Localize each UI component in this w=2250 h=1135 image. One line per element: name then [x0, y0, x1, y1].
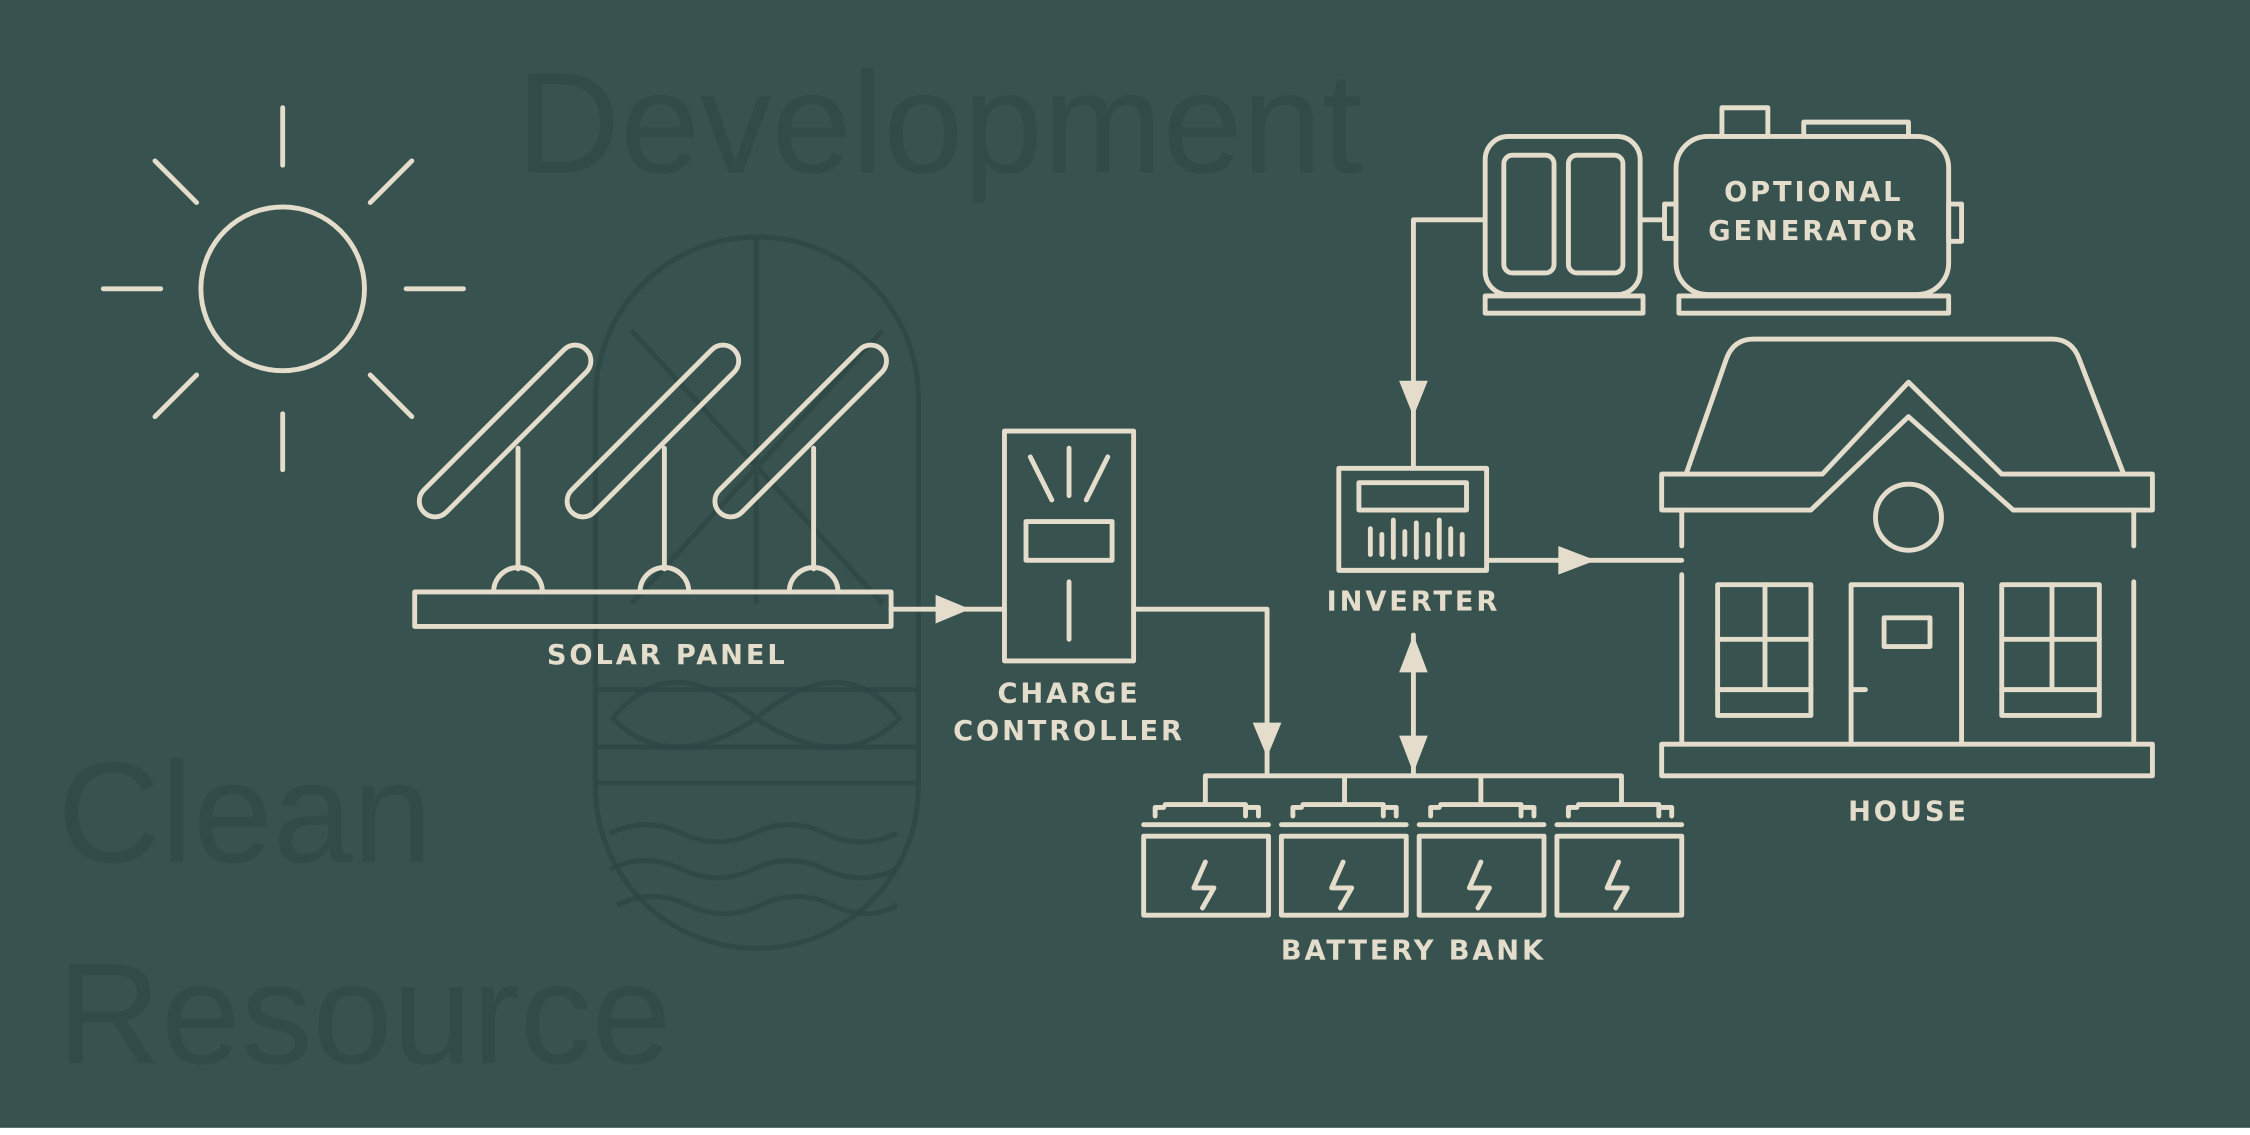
sun-icon [100, 105, 466, 473]
connector-line [1131, 606, 1270, 779]
inverter-label: INVERTER [1327, 587, 1501, 618]
arrow-down-icon [1399, 735, 1428, 773]
charge-controller-label-line1: CHARGE [997, 679, 1140, 710]
watermark-text-resource: Resource [57, 934, 671, 1094]
generator-label-line2: GENERATOR [1708, 216, 1919, 247]
arrow-down-icon [1252, 722, 1282, 758]
arrow-up-icon [1399, 635, 1428, 673]
watermark-text-development: Development [517, 43, 1362, 203]
charge-controller-label-line2: CONTROLLER [953, 716, 1185, 747]
solar-panel-label: SOLAR PANEL [547, 640, 788, 671]
generator-icon [1482, 105, 1965, 316]
charge-controller-icon [1002, 428, 1137, 664]
house-icon [1659, 336, 2155, 779]
house-label: HOUSE [1848, 796, 1969, 827]
arrow-right-icon [935, 594, 971, 624]
watermark-text-clean: Clean [57, 733, 432, 893]
battery-bank-label: BATTERY BANK [1281, 936, 1546, 967]
battery-bank-icon [1141, 773, 1682, 918]
arrow-right-icon [1558, 545, 1596, 575]
generator-label-line1: OPTIONAL [1724, 177, 1903, 208]
arrow-down-icon [1399, 380, 1428, 417]
